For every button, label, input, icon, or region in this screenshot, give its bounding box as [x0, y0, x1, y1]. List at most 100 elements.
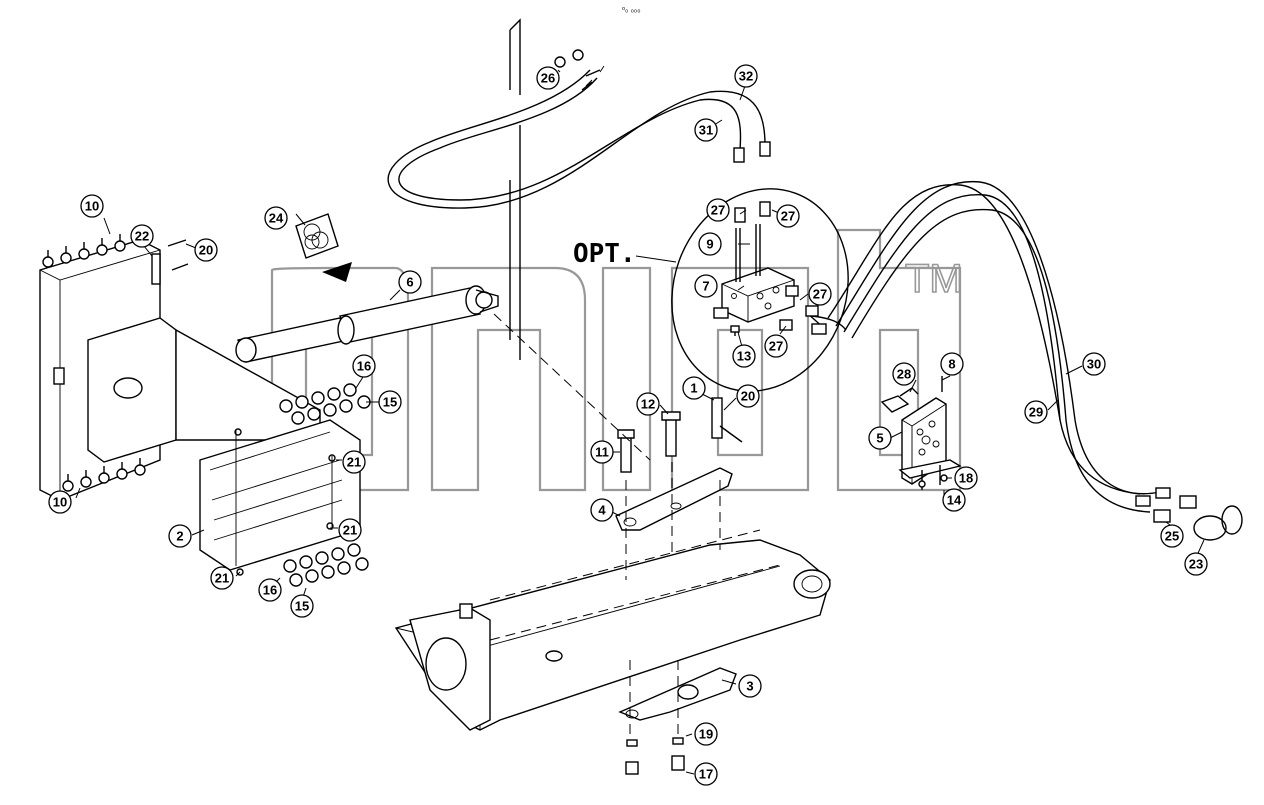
callout-4[interactable]: 4	[590, 498, 614, 522]
callout-25[interactable]: 25	[1160, 524, 1184, 548]
callout-24[interactable]: 24	[264, 206, 288, 230]
svg-text:21: 21	[215, 571, 229, 586]
svg-text:25: 25	[1165, 529, 1179, 544]
callout-8[interactable]: 8	[940, 352, 964, 376]
svg-text:12: 12	[641, 397, 655, 412]
svg-text:3: 3	[746, 679, 753, 694]
decal-sheet	[295, 213, 339, 259]
optional-valve-group: OPT.	[573, 188, 849, 392]
callout-15b[interactable]: 15	[290, 594, 314, 618]
svg-text:24: 24	[269, 211, 284, 226]
callout-3[interactable]: 3	[738, 674, 762, 698]
callout-31[interactable]: 31	[694, 118, 718, 142]
watermark: TM	[270, 228, 964, 492]
assembly-guide-lines	[235, 313, 721, 740]
callout-2[interactable]: 2	[168, 524, 192, 548]
pin-and-bolts	[617, 397, 743, 473]
arrow-marker	[322, 262, 352, 282]
callout-10a[interactable]: 10	[80, 194, 104, 218]
svg-text:7: 7	[702, 279, 709, 294]
svg-text:10: 10	[53, 495, 67, 510]
svg-text:1: 1	[690, 381, 697, 396]
callout-20a[interactable]: 20	[194, 238, 218, 262]
callout-9[interactable]: 9	[698, 232, 722, 256]
callout-19[interactable]: 19	[694, 722, 718, 746]
nut-cluster-lower	[283, 543, 369, 587]
callout-10b[interactable]: 10	[48, 490, 72, 514]
watermark-tm: TM	[905, 257, 963, 301]
hose-pair-top	[387, 49, 771, 209]
svg-text:30: 30	[1087, 357, 1101, 372]
svg-text:18: 18	[959, 471, 973, 486]
svg-text:2: 2	[176, 529, 183, 544]
callout-13[interactable]: 13	[732, 344, 756, 368]
svg-text:13: 13	[737, 349, 751, 364]
callout-18[interactable]: 18	[954, 466, 978, 490]
svg-text:21: 21	[343, 523, 357, 538]
svg-text:22: 22	[135, 229, 149, 244]
svg-text:21: 21	[347, 455, 361, 470]
callout-6[interactable]: 6	[398, 270, 422, 294]
svg-text:29: 29	[1029, 405, 1043, 420]
svg-text:28: 28	[897, 367, 911, 382]
callout-16a[interactable]: 16	[352, 354, 376, 378]
svg-text:4: 4	[598, 503, 606, 518]
svg-text:14: 14	[947, 493, 962, 508]
svg-text:32: 32	[739, 69, 753, 84]
svg-text:11: 11	[595, 445, 609, 460]
callout-16b[interactable]: 16	[258, 578, 282, 602]
mast-guide	[509, 18, 521, 360]
svg-text:27: 27	[813, 287, 827, 302]
callout-14[interactable]: 14	[942, 488, 966, 512]
nut-cluster-upper	[279, 383, 371, 425]
svg-text:26: 26	[541, 71, 555, 86]
svg-text:31: 31	[699, 123, 713, 138]
svg-text:20: 20	[199, 243, 213, 258]
callout-7[interactable]: 7	[694, 274, 718, 298]
svg-text:19: 19	[699, 727, 713, 742]
svg-text:9: 9	[706, 237, 713, 252]
callout-12[interactable]: 12	[636, 392, 660, 416]
callout-23[interactable]: 23	[1184, 552, 1208, 576]
svg-text:5: 5	[876, 431, 883, 446]
callout-27d[interactable]: 27	[764, 334, 788, 358]
svg-text:20: 20	[741, 389, 755, 404]
callout-1[interactable]: 1	[682, 376, 706, 400]
callout-20b[interactable]: 20	[736, 384, 760, 408]
callout-17[interactable]: 17	[694, 762, 718, 786]
callout-29[interactable]: 29	[1024, 400, 1048, 424]
option-label: OPT.	[573, 239, 636, 269]
callout-5[interactable]: 5	[868, 426, 892, 450]
svg-text:27: 27	[781, 209, 795, 224]
svg-text:10: 10	[85, 199, 99, 214]
svg-text:27: 27	[711, 203, 725, 218]
callout-27c[interactable]: 27	[808, 282, 832, 306]
svg-text:6: 6	[406, 275, 413, 290]
svg-text:15: 15	[383, 395, 397, 410]
callout-26[interactable]: 26	[536, 66, 560, 90]
callout-22[interactable]: 22	[130, 224, 154, 248]
callout-21b[interactable]: 21	[338, 518, 362, 542]
header-mark: ᵒ₀ ₀₀₀	[622, 5, 641, 14]
callout-21a[interactable]: 21	[342, 450, 366, 474]
svg-text:17: 17	[699, 767, 713, 782]
svg-text:15: 15	[295, 599, 309, 614]
callout-15a[interactable]: 15	[378, 390, 402, 414]
callout-27a[interactable]: 27	[706, 198, 730, 222]
callouts: 32 31 26 27 27 27 27 9 7 13 24 6 10 22 2…	[48, 64, 1208, 786]
svg-text:8: 8	[948, 357, 955, 372]
callout-28[interactable]: 28	[892, 362, 916, 386]
main-boom	[394, 529, 831, 731]
hydraulic-cylinder	[235, 285, 499, 363]
callout-11[interactable]: 11	[590, 440, 614, 464]
svg-text:16: 16	[263, 583, 277, 598]
callout-30[interactable]: 30	[1082, 352, 1106, 376]
svg-text:16: 16	[357, 359, 371, 374]
svg-text:23: 23	[1189, 557, 1203, 572]
callout-21c[interactable]: 21	[210, 566, 234, 590]
svg-text:27: 27	[769, 339, 783, 354]
callout-27b[interactable]: 27	[776, 204, 800, 228]
callout-32[interactable]: 32	[734, 64, 758, 88]
frame-bracket	[39, 234, 361, 576]
